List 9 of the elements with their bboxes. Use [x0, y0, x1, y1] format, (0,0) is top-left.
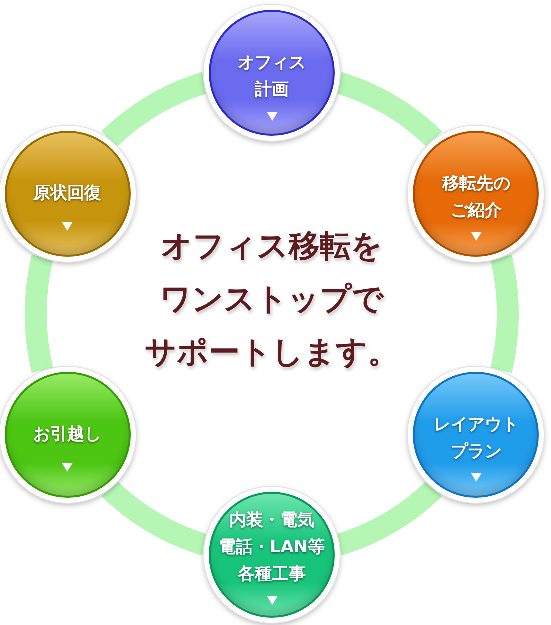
step-label: レイアウトプラン [434, 414, 519, 464]
connector-arc [25, 256, 54, 372]
center-heading: オフィス移転をワンストップでサポートします。 [145, 228, 399, 372]
step-label: 原状回復 [34, 182, 102, 205]
step-label: 移転先のご紹介 [442, 172, 510, 222]
step-label: お引越し [34, 423, 102, 446]
step-label: 内装・電気電話・LAN等各種工事 [218, 510, 326, 586]
step-label: オフィス計画 [238, 52, 306, 102]
connector-arc [490, 256, 519, 372]
